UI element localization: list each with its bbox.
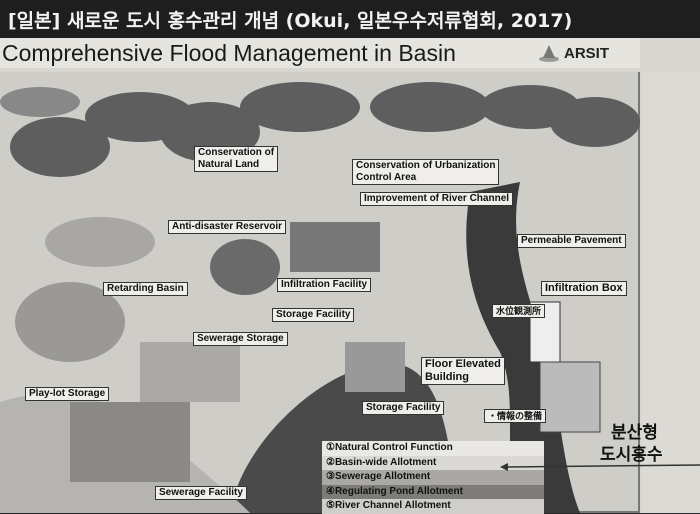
label-storage-facility-2: Storage Facility bbox=[362, 401, 445, 415]
label-permeable-pavement: Permeable Pavement bbox=[517, 234, 626, 248]
flood-basin-illustration bbox=[0, 82, 640, 513]
figure-title: Comprehensive Flood Management in Basin bbox=[2, 40, 456, 66]
label-storage-facility-1: Storage Facility bbox=[272, 308, 355, 322]
logo-text: ARSIT bbox=[564, 44, 609, 62]
label-infiltration-box: Infiltration Box bbox=[541, 281, 627, 296]
legend-item: ①Natural Control Function bbox=[322, 441, 544, 456]
arsit-logo: ARSIT bbox=[538, 44, 609, 62]
label-sewerage-storage: Sewerage Storage bbox=[193, 332, 288, 346]
allotment-legend: ①Natural Control Function ②Basin-wide Al… bbox=[322, 441, 544, 514]
side-text-line2: 도시홍수 bbox=[600, 445, 663, 465]
side-text-line1: 분산형 bbox=[611, 423, 658, 443]
mountains bbox=[0, 82, 640, 177]
funnel-logo-icon bbox=[539, 45, 559, 62]
arrow-left-icon bbox=[500, 463, 700, 471]
label-river-channel: Improvement of River Channel bbox=[360, 192, 514, 206]
page-header: [일본] 새로운 도시 홍수관리 개념 (Okui, 일본우수저류협회, 201… bbox=[0, 0, 700, 38]
legend-item: ④Regulating Pond Allotment bbox=[322, 484, 544, 499]
label-anti-disaster-reservoir: Anti-disaster Reservoir bbox=[168, 220, 287, 234]
label-play-lot-storage: Play-lot Storage bbox=[25, 387, 110, 401]
label-information: ・情報の整備 bbox=[484, 409, 547, 423]
label-retarding-basin: Retarding Basin bbox=[103, 282, 188, 296]
title-band bbox=[0, 38, 640, 68]
label-infiltration-facility: Infiltration Facility bbox=[277, 278, 372, 292]
legend-item: ②Basin-wide Allotment bbox=[322, 455, 544, 470]
legend-item: ⑤River Channel Allotment bbox=[322, 499, 544, 514]
right-column bbox=[642, 72, 700, 513]
label-water-level-station: 水位観測所 bbox=[492, 304, 546, 318]
label-sewerage-facility: Sewerage Facility bbox=[155, 486, 247, 500]
legend-item: ③Sewerage Allotment bbox=[322, 470, 544, 485]
